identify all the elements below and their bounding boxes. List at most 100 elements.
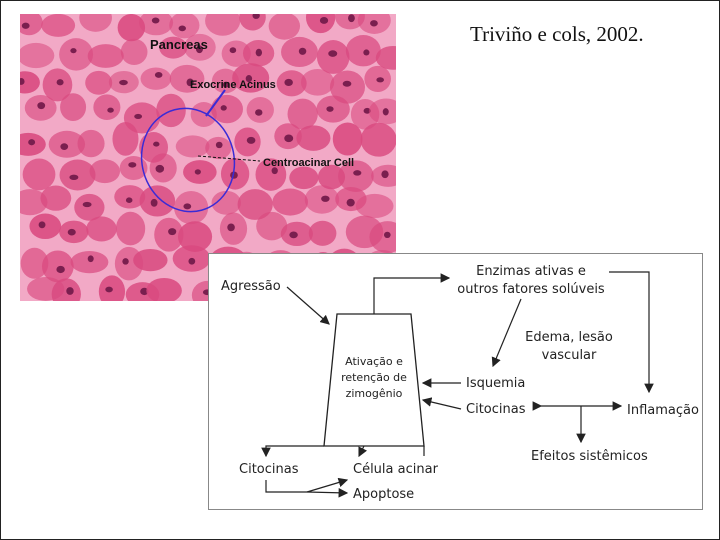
acinar-cell bbox=[86, 216, 117, 242]
cell-nucleus bbox=[215, 141, 223, 149]
cell-nucleus bbox=[178, 25, 186, 32]
cell-nucleus bbox=[125, 197, 133, 203]
cell-nucleus bbox=[195, 45, 203, 54]
label-celula-acinar: Célula acinar bbox=[353, 462, 439, 477]
cell-nucleus bbox=[220, 105, 227, 111]
cell-nucleus bbox=[134, 113, 143, 120]
acinar-cell bbox=[300, 69, 335, 96]
acinar-cell bbox=[60, 93, 87, 122]
cell-nucleus bbox=[245, 75, 253, 83]
acinar-cell bbox=[20, 71, 40, 94]
label-citocinas-right: Citocinas bbox=[466, 402, 526, 417]
arrow-cell-to-enzimas bbox=[373, 273, 451, 314]
acinar-cell bbox=[20, 42, 55, 69]
acinar-cell bbox=[120, 38, 148, 65]
acinar-cell bbox=[256, 211, 288, 241]
cell-nucleus bbox=[87, 255, 94, 263]
acinar-cell bbox=[159, 36, 188, 59]
acinar-cell bbox=[59, 159, 96, 191]
acinar-cell bbox=[87, 44, 124, 68]
cell-nucleus bbox=[67, 228, 76, 236]
cell-nucleus bbox=[70, 48, 77, 54]
arrow-cell-to-celula bbox=[358, 445, 368, 458]
label-inflamacao: Inflamação bbox=[627, 403, 699, 418]
acinar-cell bbox=[308, 220, 337, 246]
cell-nucleus bbox=[150, 198, 158, 207]
acinar-cell bbox=[139, 185, 176, 217]
cell-nucleus bbox=[194, 169, 201, 175]
cell-nucleus bbox=[383, 231, 391, 239]
cell-nucleus bbox=[363, 49, 370, 56]
acinar-cell bbox=[296, 125, 331, 151]
cell-nucleus bbox=[326, 106, 334, 112]
cell-nucleus bbox=[153, 141, 160, 147]
cell-nucleus bbox=[255, 48, 263, 57]
cell-nucleus bbox=[246, 136, 256, 144]
acinar-cell bbox=[332, 122, 363, 156]
cell-nucleus bbox=[255, 109, 263, 116]
acinar-cell bbox=[329, 70, 366, 104]
cell-nucleus bbox=[298, 47, 307, 55]
acinar-cell bbox=[51, 278, 81, 301]
acinar-cell bbox=[169, 64, 205, 93]
cell-nucleus bbox=[376, 77, 384, 83]
acinar-cell bbox=[133, 248, 168, 272]
label-centroacinar-cell: Centroacinar Cell bbox=[263, 157, 354, 169]
acinar-cell-trapezoid bbox=[323, 313, 425, 447]
cell-nucleus bbox=[346, 198, 355, 207]
acinus-pointer-line bbox=[205, 89, 226, 117]
line-citocinas-down bbox=[265, 480, 307, 493]
acinar-cell bbox=[22, 158, 56, 191]
cell-nucleus bbox=[56, 265, 65, 274]
label-isquemia: Isquemia bbox=[466, 376, 525, 391]
cell-nucleus bbox=[69, 174, 79, 180]
cell-nucleus bbox=[186, 78, 194, 87]
acinar-cell bbox=[211, 94, 243, 124]
acinar-cell bbox=[20, 189, 48, 216]
cell-nucleus bbox=[60, 143, 69, 151]
acinar-cell bbox=[93, 94, 121, 121]
acinar-cell bbox=[174, 191, 209, 225]
cell-nucleus bbox=[227, 223, 235, 232]
acinar-cell bbox=[59, 38, 94, 71]
acinar-cell bbox=[74, 193, 105, 221]
label-ativacao-line2: retenção de bbox=[341, 371, 407, 384]
acinar-cell bbox=[255, 158, 287, 191]
acinar-cell bbox=[211, 190, 242, 215]
label-ativacao-line1: Ativação e bbox=[345, 355, 403, 368]
pathophysiology-flowchart: Agressão Ativação e retenção de zimogêni… bbox=[208, 253, 703, 510]
cell-nucleus bbox=[252, 14, 260, 19]
cell-nucleus bbox=[154, 71, 163, 78]
acinar-cell bbox=[369, 221, 396, 253]
cell-nucleus bbox=[328, 50, 338, 57]
cell-nucleus bbox=[222, 81, 230, 88]
acinar-cell bbox=[345, 35, 381, 67]
cell-nucleus bbox=[82, 201, 92, 208]
acinar-cell bbox=[115, 211, 146, 246]
label-apoptose: Apoptose bbox=[353, 487, 414, 502]
cell-nucleus bbox=[56, 79, 64, 86]
acinar-cell bbox=[317, 164, 346, 190]
acinar-cell bbox=[375, 45, 396, 70]
acinar-cell bbox=[175, 135, 210, 158]
arrow-cell-to-citocinas bbox=[261, 445, 324, 458]
acinar-cell bbox=[190, 102, 217, 127]
cell-nucleus bbox=[66, 287, 74, 295]
centroacinar-pointer-line bbox=[197, 155, 261, 162]
label-efeitos-sistemicos: Efeitos sistêmicos bbox=[531, 449, 648, 464]
arrow-citocinas-to-cell bbox=[421, 397, 462, 410]
arrow-citocinas-to-celula bbox=[306, 477, 349, 493]
cell-nucleus bbox=[28, 139, 36, 146]
acinar-cell bbox=[360, 122, 396, 157]
cell-nucleus bbox=[151, 17, 160, 24]
cell-nucleus bbox=[319, 17, 329, 24]
acinar-cell bbox=[140, 67, 172, 90]
acinar-cell bbox=[40, 185, 72, 211]
cell-nucleus bbox=[155, 164, 165, 173]
acinar-cell bbox=[79, 14, 112, 32]
acinar-cell bbox=[89, 159, 121, 184]
acinar-cell bbox=[355, 193, 394, 219]
cell-nucleus bbox=[21, 22, 30, 29]
cell-nucleus bbox=[342, 80, 352, 87]
label-pancreas: Pancreas bbox=[150, 37, 208, 52]
